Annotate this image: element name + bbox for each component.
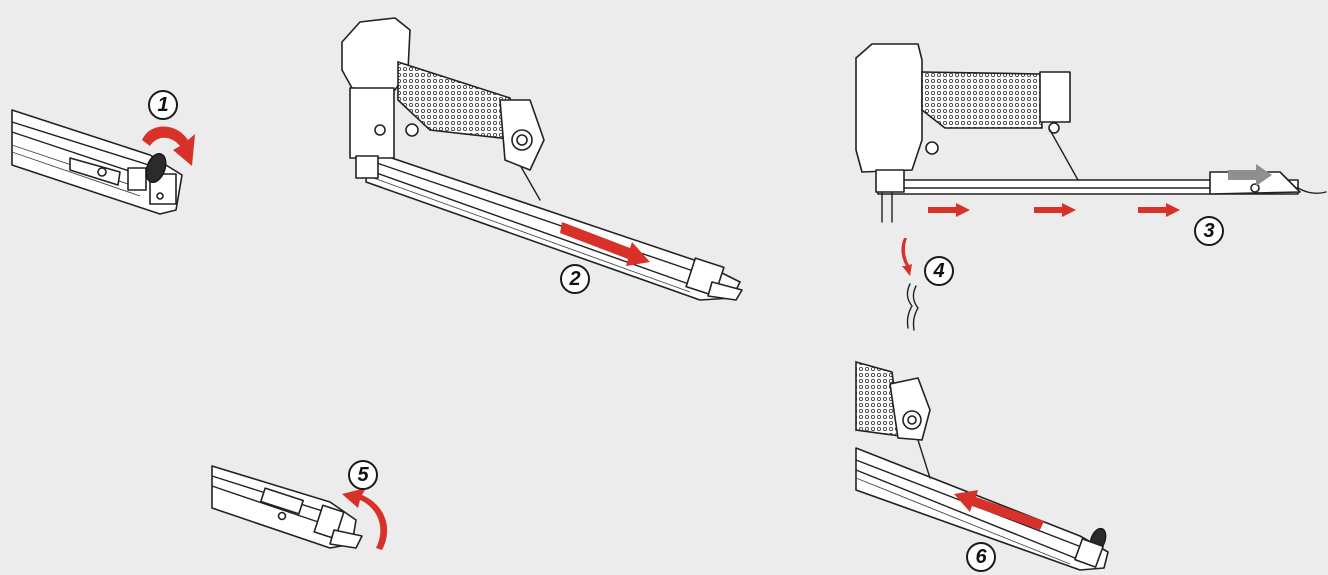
slide-forward-arrow-icon bbox=[560, 222, 650, 266]
step-1-label: 1 bbox=[148, 90, 178, 120]
panel-1-magazine-end bbox=[11, 109, 183, 215]
panel-2-stapler bbox=[341, 17, 743, 301]
panel-5-magazine-end bbox=[211, 465, 363, 549]
step-5-label: 5 bbox=[348, 460, 378, 490]
panel-3-stapler bbox=[855, 43, 1327, 223]
step-6-label: 6 bbox=[966, 542, 996, 572]
push-rod-arrow-icon bbox=[1228, 164, 1272, 186]
lever-close-arrow-icon bbox=[342, 488, 388, 550]
staple-strip bbox=[906, 283, 919, 331]
insert-staples-arrow-icon bbox=[901, 238, 912, 276]
feed-direction-arrows bbox=[928, 203, 1180, 217]
step-4-label: 4 bbox=[924, 256, 954, 286]
step-2-label: 2 bbox=[560, 264, 590, 294]
lever-icon bbox=[145, 152, 167, 184]
slide-back-arrow-icon bbox=[954, 490, 1044, 530]
panel-6-stapler bbox=[855, 360, 1109, 571]
step-3-label: 3 bbox=[1194, 216, 1224, 246]
lever-open-arrow-icon bbox=[142, 126, 195, 166]
